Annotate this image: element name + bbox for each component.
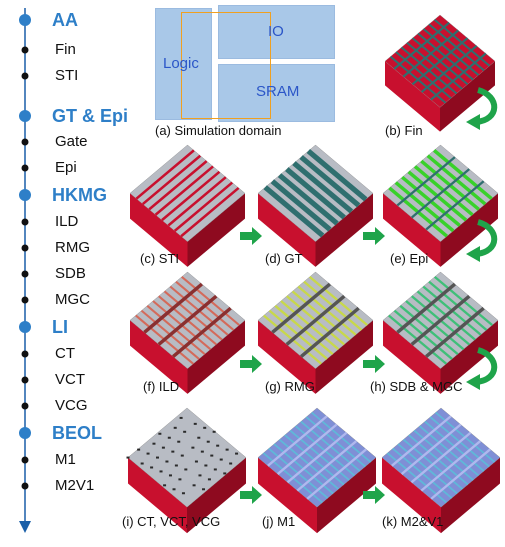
timeline-node: [21, 456, 29, 464]
arrow-j-k: [363, 486, 385, 504]
sdb-mgc-structure: [382, 271, 499, 394]
timeline-label: ILD: [55, 213, 79, 230]
timeline-node: [21, 244, 29, 252]
timeline-label: Epi: [55, 159, 77, 176]
timeline-node: [21, 46, 29, 54]
caption-e: (e) Epi: [390, 251, 429, 266]
timeline-major-node: [19, 427, 31, 439]
timeline-label: RMG: [55, 239, 90, 256]
timeline-node: [21, 218, 29, 226]
timeline-label: VCG: [55, 397, 88, 414]
timeline-label: VCT: [55, 371, 85, 388]
timeline-node: [21, 296, 29, 304]
timeline-node: [21, 376, 29, 384]
timeline-label: Fin: [55, 41, 76, 58]
arrow-i-j: [240, 486, 262, 504]
logic-region: [155, 8, 212, 120]
timeline-major-node: [19, 321, 31, 333]
sram-region: [218, 64, 335, 122]
m1-structure: [257, 407, 377, 534]
timeline-node: [21, 350, 29, 358]
timeline-node: [21, 482, 29, 490]
gt-structure: [257, 144, 374, 267]
timeline-axis: [19, 8, 31, 533]
timeline-major-node: [19, 14, 31, 26]
timeline-label: HKMG: [52, 185, 107, 205]
timeline-label: BEOL: [52, 423, 103, 443]
timeline-node: [21, 138, 29, 146]
timeline-label: Gate: [55, 133, 88, 150]
process-timeline: [0, 0, 130, 542]
arrow-f-g: [240, 355, 262, 373]
io-region: [218, 5, 335, 59]
sram-label: SRAM: [256, 83, 300, 100]
arrow-g-h: [363, 355, 385, 373]
timeline-major-node: [19, 110, 31, 122]
arrow-d-e: [363, 227, 385, 245]
timeline-major-node: [19, 189, 31, 201]
timeline-label: MGC: [55, 291, 90, 308]
caption-c: (c) STI: [140, 251, 179, 266]
ild-structure: [129, 271, 246, 394]
m2v1-structure: [381, 407, 501, 534]
caption-k: (k) M2&V1: [382, 514, 444, 529]
logic-label: Logic: [163, 55, 199, 72]
caption-b: (b) Fin: [385, 123, 423, 138]
arrow-c-d: [240, 227, 262, 245]
sti-structure: [129, 144, 246, 267]
timeline-node: [21, 402, 29, 410]
caption-f: (f) ILD: [143, 379, 180, 394]
fin-structure: [384, 14, 496, 132]
caption-i: (i) CT, VCT, VCG: [122, 514, 221, 529]
timeline-label: M2V1: [55, 477, 95, 494]
timeline-label: GT & Epi: [52, 106, 128, 126]
caption-a: (a) Simulation domain: [155, 123, 282, 138]
ct-vct-vcg-structure: [126, 407, 247, 534]
timeline-label: M1: [55, 451, 76, 468]
timeline-node: [21, 72, 29, 80]
timeline-label: CT: [55, 345, 75, 362]
timeline-label: LI: [52, 317, 68, 337]
epi-structure: [382, 144, 499, 267]
timeline-label: STI: [55, 67, 79, 84]
curve-arrow-b: [466, 87, 498, 130]
curve-arrow-h: [466, 347, 498, 390]
timeline-node: [21, 270, 29, 278]
curve-arrow-e: [466, 219, 498, 262]
caption-h: (h) SDB & MGC: [370, 379, 463, 394]
caption-g: (g) RMG: [265, 379, 315, 394]
caption-j: (j) M1: [262, 514, 296, 529]
caption-d: (d) GT: [265, 251, 303, 266]
io-label: IO: [268, 23, 284, 40]
timeline-label: SDB: [55, 265, 86, 282]
timeline-node: [21, 164, 29, 172]
timeline-label: AA: [52, 10, 78, 30]
rmg-structure: [257, 271, 374, 394]
simulation-window: [181, 12, 271, 119]
